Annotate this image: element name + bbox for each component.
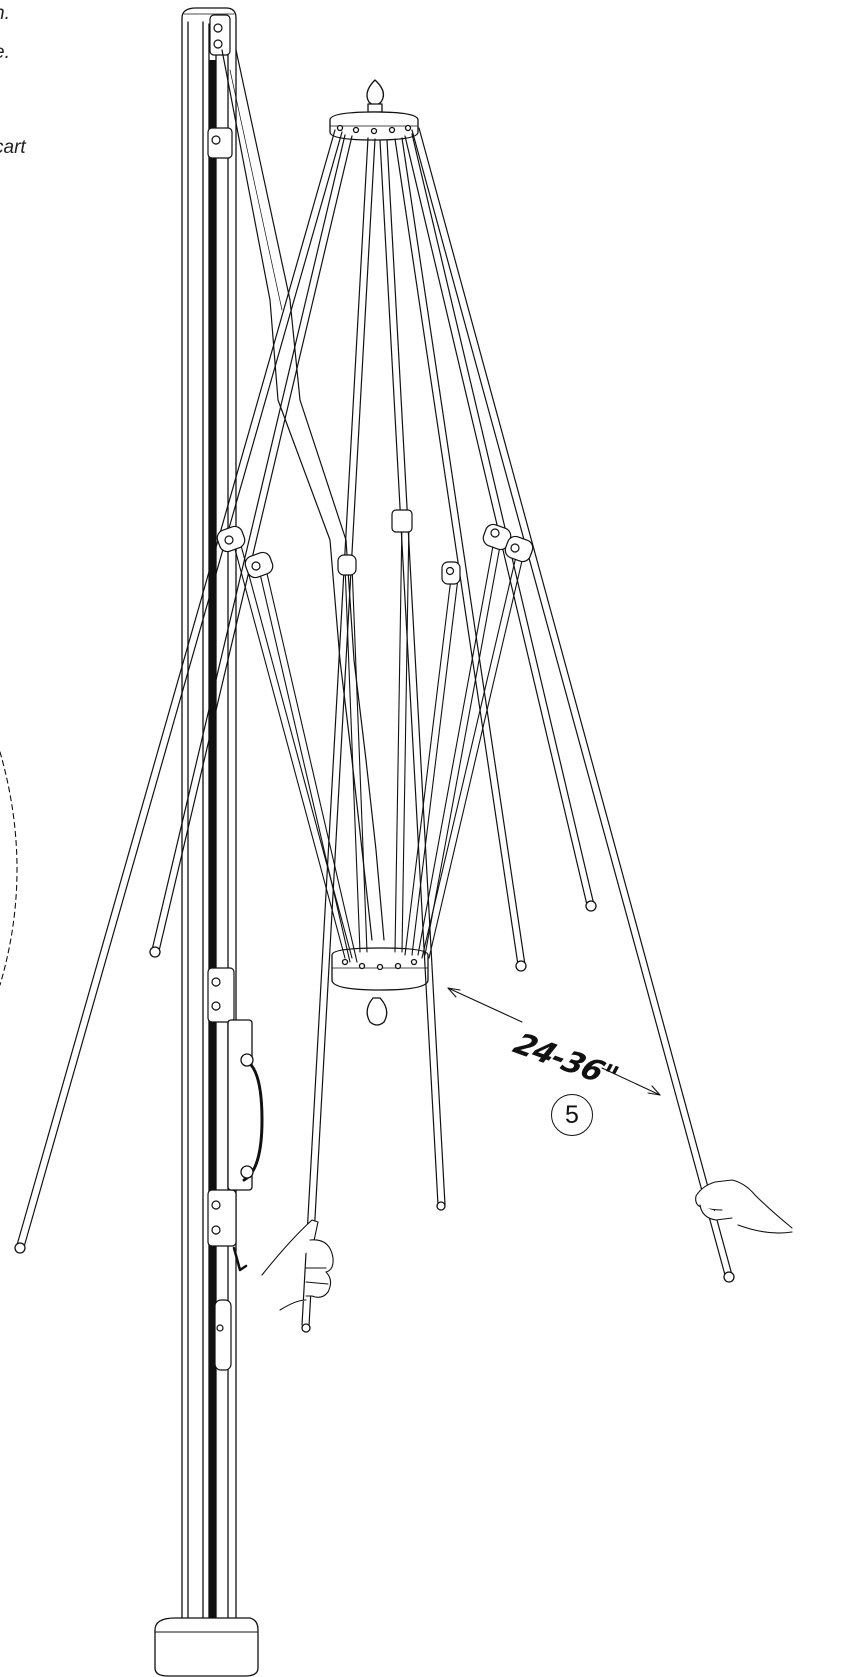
step-number-badge: 5 — [551, 1094, 593, 1136]
dashed-callout-arc — [0, 751, 18, 986]
cropped-instruction-text: e. — [0, 42, 10, 63]
bottom-hub — [331, 947, 429, 1026]
rib-tips — [14, 900, 735, 1333]
cropped-instruction-text: cart — [0, 137, 26, 158]
top-hub — [329, 79, 419, 141]
mast-brackets — [207, 14, 237, 1371]
mast-pole — [154, 7, 259, 1677]
rib-joints — [216, 509, 534, 585]
cropped-instruction-text: n. — [0, 3, 10, 24]
tilt-arm — [221, 49, 385, 941]
dimension-arrow — [447, 987, 661, 1096]
left-hand-icon — [261, 1219, 334, 1311]
umbrella-stretchers — [231, 519, 526, 963]
step-number: 5 — [565, 1100, 579, 1129]
umbrella-ribs — [16, 127, 733, 1327]
crank-handle-icon — [227, 1019, 264, 1272]
right-hand-icon — [695, 1179, 793, 1234]
